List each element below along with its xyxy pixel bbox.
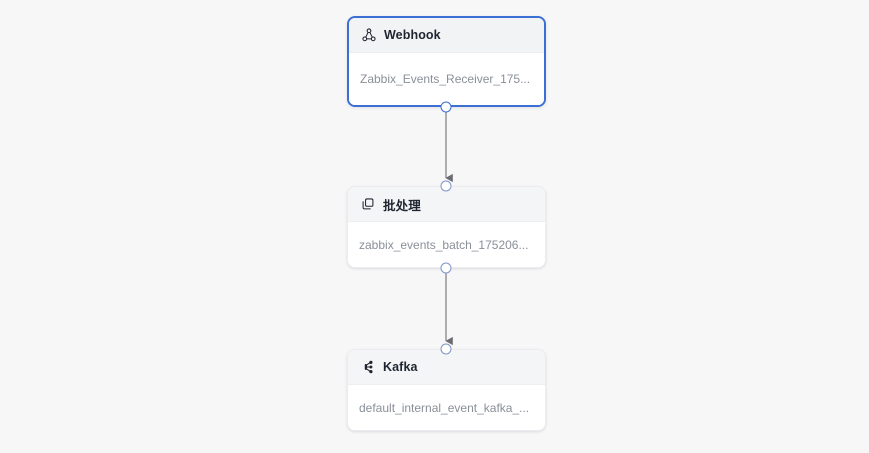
node-subtitle-webhook: Zabbix_Events_Receiver_175... (360, 72, 531, 86)
node-subtitle-kafka: default_internal_event_kafka_... (359, 400, 530, 415)
kafka-icon (361, 360, 375, 374)
node-subtitle-batch: zabbix_events_batch_175206... (359, 237, 529, 252)
node-title-webhook: Webhook (384, 28, 441, 42)
node-header-kafka: Kafka (348, 350, 545, 385)
port-batch-output[interactable] (440, 262, 452, 274)
node-title-kafka: Kafka (383, 360, 418, 374)
flow-node-batch[interactable]: 批处理 zabbix_events_batch_175206... (347, 186, 546, 268)
node-title-batch: 批处理 (383, 198, 421, 213)
flow-node-kafka[interactable]: Kafka default_internal_event_kafka_... (347, 349, 546, 431)
flow-node-webhook[interactable]: Webhook Zabbix_Events_Receiver_175... (347, 16, 546, 107)
node-body-webhook: Zabbix_Events_Receiver_175... (349, 53, 544, 105)
copy-layers-icon (361, 197, 375, 211)
port-webhook-output[interactable] (440, 101, 452, 113)
node-header-batch: 批处理 (348, 187, 545, 222)
port-kafka-input[interactable] (440, 343, 452, 355)
node-body-kafka: default_internal_event_kafka_... (348, 385, 545, 430)
share-nodes-icon (362, 28, 376, 42)
node-body-batch: zabbix_events_batch_175206... (348, 222, 545, 267)
port-batch-input[interactable] (440, 180, 452, 192)
node-header-webhook: Webhook (349, 18, 544, 53)
